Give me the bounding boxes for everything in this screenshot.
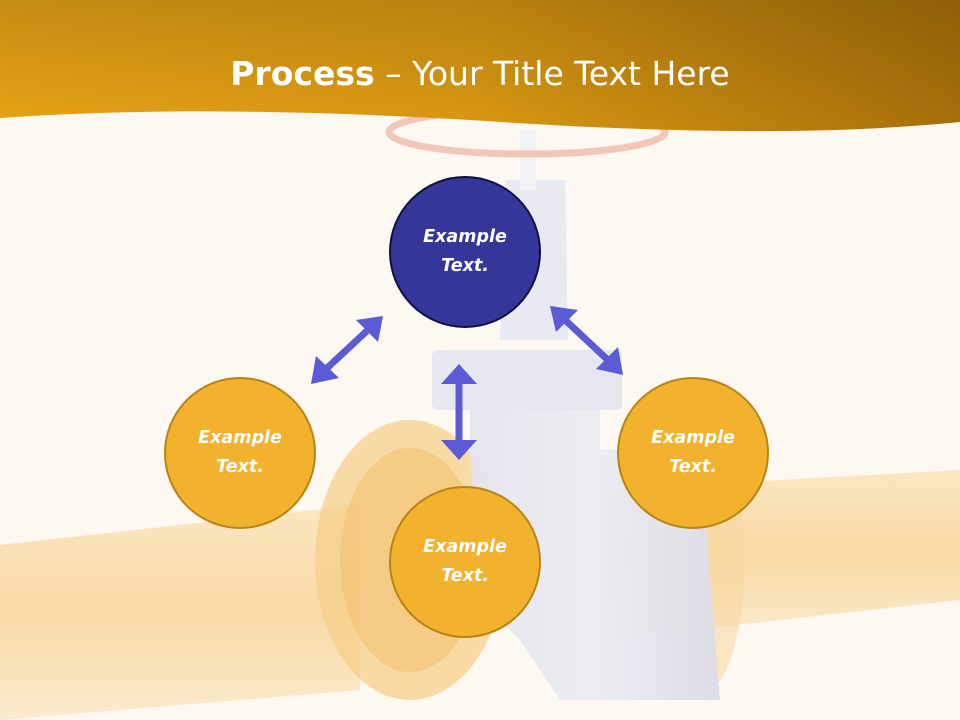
title-bold: Process (230, 54, 375, 93)
diagram-node-top: Example Text. (389, 176, 541, 328)
node-label-line2: Text. (441, 256, 489, 276)
arrow-top-right (550, 306, 623, 375)
node-label-line2: Text. (669, 457, 717, 477)
node-label-line1: Example (198, 428, 282, 448)
node-label-line2: Text. (216, 457, 264, 477)
diagram-node-bottom: Example Text. (389, 486, 541, 638)
arrow-top-left (311, 316, 383, 384)
node-label: Example Text. (410, 223, 520, 281)
node-label-line1: Example (423, 537, 507, 557)
node-label-line1: Example (651, 428, 735, 448)
arrow-vertical (441, 364, 477, 460)
title-rest: – Your Title Text Here (374, 54, 730, 93)
node-label-line2: Text. (441, 566, 489, 586)
diagram-node-left: Example Text. (164, 377, 316, 529)
node-label-line1: Example (423, 227, 507, 247)
slide-title: Process – Your Title Text Here (0, 52, 960, 96)
diagram-node-right: Example Text. (617, 377, 769, 529)
node-label: Example Text. (638, 424, 748, 482)
node-label: Example Text. (410, 533, 520, 591)
node-label: Example Text. (185, 424, 295, 482)
